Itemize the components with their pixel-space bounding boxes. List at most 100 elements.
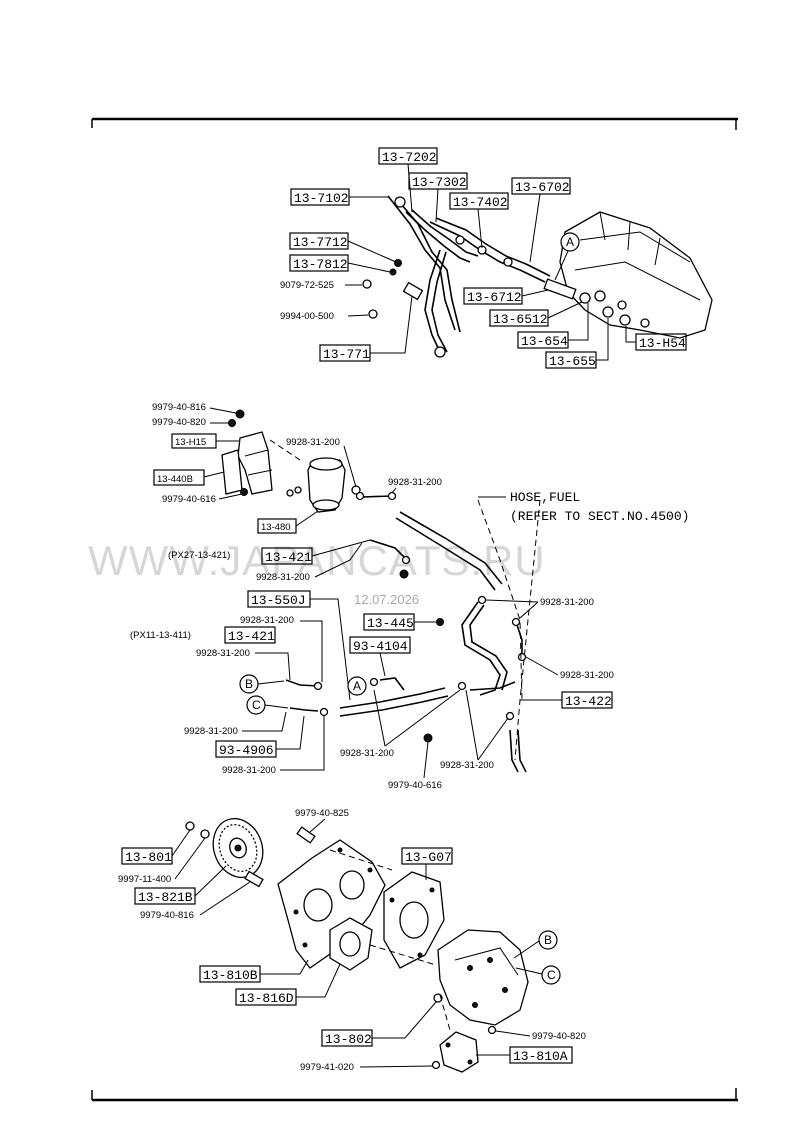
part-label-13-480[interactable]: 13-480 (257, 518, 297, 534)
part-label-13-7102[interactable]: 13-7102 (290, 188, 350, 206)
svg-text:13-445: 13-445 (367, 616, 414, 631)
svg-text:13-7402: 13-7402 (453, 195, 508, 210)
part-label-13-821B[interactable]: 13-821B (134, 887, 196, 905)
svg-text:A: A (566, 235, 574, 249)
part-label-93-4906[interactable]: 93-4906 (215, 740, 277, 758)
bolt-label-9979-41-020[interactable]: 9979-41-020 (300, 1062, 354, 1073)
marker-b-bottom: B (538, 930, 558, 950)
part-label-13-816D[interactable]: 13-816D (235, 988, 297, 1006)
part-label-13-802[interactable]: 13-802 (321, 1029, 373, 1047)
timing-cover-section: 9979-40-825 13-801 9997-11-400 13-821B 9… (118, 808, 586, 1073)
svg-text:13-7302: 13-7302 (412, 175, 467, 190)
bolt-label-9979-40-616-a[interactable]: 9979-40-616 (162, 494, 216, 505)
part-label-13-6702[interactable]: 13-6702 (511, 177, 571, 195)
svg-text:13-7712: 13-7712 (293, 235, 348, 250)
part-label-13-7402[interactable]: 13-7402 (449, 192, 509, 210)
bolt-label-9079-72-525[interactable]: 9079-72-525 (280, 280, 334, 291)
part-label-13-6712[interactable]: 13-6712 (463, 287, 523, 305)
part-label-13-654[interactable]: 13-654 (517, 331, 569, 349)
fuel-filter (286, 457, 361, 513)
part-label-13-6512[interactable]: 13-6512 (489, 309, 549, 327)
svg-text:13-7102: 13-7102 (294, 191, 349, 206)
clamp-label-9928-31-200-j[interactable]: 9928-31-200 (340, 748, 394, 759)
svg-text:93-4906: 93-4906 (219, 743, 274, 758)
bolt-label-9979-40-820-mid[interactable]: 9979-40-820 (152, 417, 206, 428)
clamp-label-9928-31-200-f[interactable]: 9928-31-200 (196, 648, 250, 659)
part-label-13-801[interactable]: 13-801 (121, 847, 173, 865)
washer-label-9997-11-400[interactable]: 9997-11-400 (118, 874, 171, 885)
svg-text:C: C (547, 968, 556, 982)
engine-head-drawing (559, 211, 713, 339)
part-label-13-7812[interactable]: 13-7812 (289, 254, 349, 272)
filter-bracket (221, 409, 273, 496)
clamp-label-9928-31-200-d[interactable]: 9928-31-200 (540, 597, 594, 608)
svg-text:13-440B: 13-440B (157, 474, 193, 485)
part-label-13-810B[interactable]: 13-810B (199, 965, 261, 983)
part-label-13-7302[interactable]: 13-7302 (408, 172, 468, 190)
part-label-13-421-b[interactable]: 13-421 (224, 626, 276, 644)
svg-text:13-655: 13-655 (549, 354, 596, 369)
bolt-label-9994-00-500[interactable]: 9994-00-500 (280, 311, 334, 322)
clamp-label-9928-31-200-h[interactable]: 9928-31-200 (184, 726, 238, 737)
marker-a-mid: A (347, 676, 367, 696)
svg-text:13-801: 13-801 (125, 850, 172, 865)
pump-housing (433, 929, 529, 1035)
bolt-label-9979-40-820-bottom[interactable]: 9979-40-820 (532, 1031, 586, 1042)
svg-text:13-G07: 13-G07 (405, 850, 452, 865)
svg-text:13-6702: 13-6702 (515, 180, 570, 195)
clamp-label-9928-31-200-i[interactable]: 9928-31-200 (222, 765, 276, 776)
part-label-93-4104[interactable]: 93-4104 (349, 636, 411, 654)
part-label-13-7202[interactable]: 13-7202 (378, 147, 438, 165)
svg-text:B: B (544, 933, 552, 947)
svg-text:A: A (353, 679, 361, 693)
part-label-13-550J[interactable]: 13-550J (247, 590, 311, 608)
part-label-13-7712[interactable]: 13-7712 (289, 232, 349, 250)
part-label-13-H54[interactable]: 13-H54 (635, 333, 687, 351)
part-label-13-422[interactable]: 13-422 (561, 691, 613, 709)
svg-text:13-H54: 13-H54 (639, 336, 686, 351)
svg-text:13-H15: 13-H15 (175, 437, 206, 448)
part-label-13-440B[interactable]: 13-440B (153, 469, 205, 486)
injector-nozzle (543, 278, 650, 328)
bolt-label-9979-40-825[interactable]: 9979-40-825 (295, 808, 349, 819)
bolt-label-9979-40-616-b[interactable]: 9979-40-616 (388, 780, 442, 791)
fuel-hoses (285, 491, 527, 773)
bolt-label-9979-40-816-bottom[interactable]: 9979-40-816 (140, 910, 194, 921)
marker-b-mid: B (239, 674, 259, 694)
svg-text:13-816D: 13-816D (239, 991, 294, 1006)
bolt-label-9979-40-816-mid[interactable]: 9979-40-816 (152, 402, 206, 413)
svg-text:B: B (245, 677, 253, 691)
clamp-label-9928-31-200-g[interactable]: 9928-31-200 (560, 670, 614, 681)
marker-a-top: A (560, 232, 580, 252)
svg-text:13-810A: 13-810A (513, 1049, 568, 1064)
hose-note-title: HOSE,FUEL (510, 490, 580, 505)
clamp-label-9928-31-200-a[interactable]: 9928-31-200 (286, 437, 340, 448)
injection-pump-gear (185, 817, 264, 879)
injection-pipe-bundle (387, 195, 551, 358)
svg-text:13-654: 13-654 (521, 334, 568, 349)
injection-pipes-section: 13-7202 13-7302 13-6702 13-7102 13-7402 … (280, 147, 713, 369)
svg-text:93-4104: 93-4104 (353, 639, 408, 654)
clamp-label-9928-31-200-e[interactable]: 9928-31-200 (240, 615, 294, 626)
part-label-13-771[interactable]: 13-771 (319, 344, 371, 362)
svg-text:13-810B: 13-810B (203, 968, 258, 983)
timing-plate (277, 839, 386, 969)
clamp-label-9928-31-200-c[interactable]: 9928-31-200 (256, 572, 310, 583)
part-label-13-655[interactable]: 13-655 (545, 351, 597, 369)
svg-text:13-802: 13-802 (325, 1032, 372, 1047)
date-stamp: 12.07.2026 (354, 592, 419, 607)
pipe-clamps (362, 259, 424, 319)
part-label-13-445[interactable]: 13-445 (363, 613, 415, 631)
clamp-label-9928-31-200-k[interactable]: 9928-31-200 (440, 760, 494, 771)
svg-text:13-422: 13-422 (565, 694, 612, 709)
marker-c-bottom: C (541, 965, 561, 985)
marker-c-mid: C (246, 695, 266, 715)
svg-text:13-550J: 13-550J (251, 593, 306, 608)
part-label-13-G07[interactable]: 13-G07 (401, 847, 453, 865)
svg-text:13-7202: 13-7202 (382, 150, 437, 165)
svg-text:C: C (252, 698, 261, 712)
page-frame (91, 117, 738, 1102)
clamp-label-9928-31-200-b[interactable]: 9928-31-200 (388, 477, 442, 488)
part-label-13-H15[interactable]: 13-H15 (171, 433, 217, 449)
part-label-13-810A[interactable]: 13-810A (509, 1046, 573, 1064)
